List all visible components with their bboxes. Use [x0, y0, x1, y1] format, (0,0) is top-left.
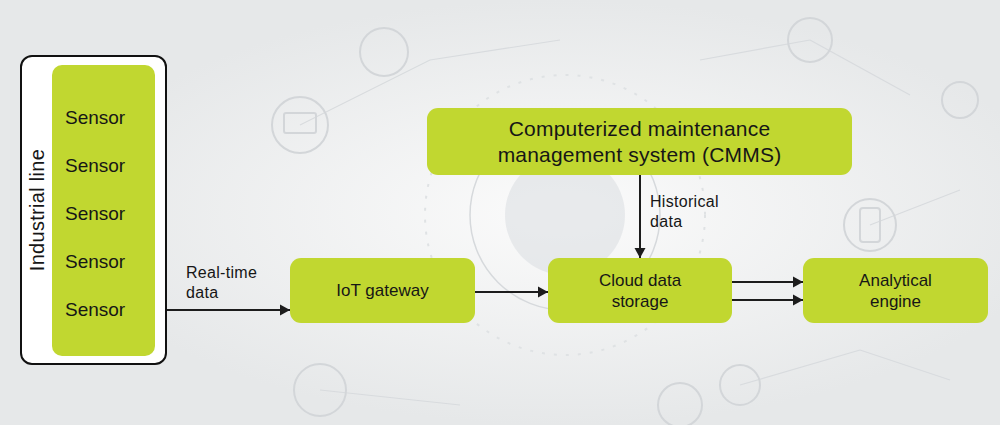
sensor-label: Sensor — [65, 155, 125, 177]
arrow-line — [639, 175, 641, 258]
sensor-label: Sensor — [65, 299, 125, 321]
system-box: Computerized maintenance management syst… — [427, 108, 852, 175]
box-label: Computerized maintenance management syst… — [485, 116, 795, 168]
arrow-line — [167, 309, 290, 311]
sensor-label: Sensor — [65, 203, 125, 225]
arrow-head — [793, 295, 803, 306]
arrow-head — [280, 305, 290, 316]
arrow-head — [793, 277, 803, 288]
process-box: IoT gateway — [290, 258, 475, 323]
network-lines — [300, 40, 960, 405]
flow-arrow — [732, 295, 803, 306]
frame-title: Industrial line — [25, 60, 49, 360]
arrow-line — [732, 299, 803, 301]
process-box: Analytical engine — [803, 258, 988, 323]
box-label: Analytical engine — [846, 270, 946, 312]
box-label: Cloud data storage — [585, 270, 695, 312]
sensor-label: Sensor — [65, 251, 125, 273]
sensor-label: Sensor — [65, 107, 125, 129]
process-box: Cloud data storage — [548, 258, 732, 323]
flow-arrow — [167, 305, 290, 316]
line-frame: Industrial lineSensorSensorSensorSensorS… — [20, 55, 167, 365]
edge-label: Real-time data — [186, 263, 282, 303]
sensor-band: SensorSensorSensorSensorSensor — [52, 65, 155, 356]
arrow-line — [475, 291, 548, 293]
box-label: IoT gateway — [336, 280, 428, 301]
flow-arrow — [635, 175, 646, 258]
tech-icons — [272, 18, 978, 425]
arrow-line — [732, 281, 803, 283]
flow-arrow — [475, 287, 548, 298]
edge-label: Historical data — [650, 192, 742, 232]
flow-arrow — [732, 277, 803, 288]
arrow-head — [635, 248, 646, 258]
arrow-head — [538, 287, 548, 298]
